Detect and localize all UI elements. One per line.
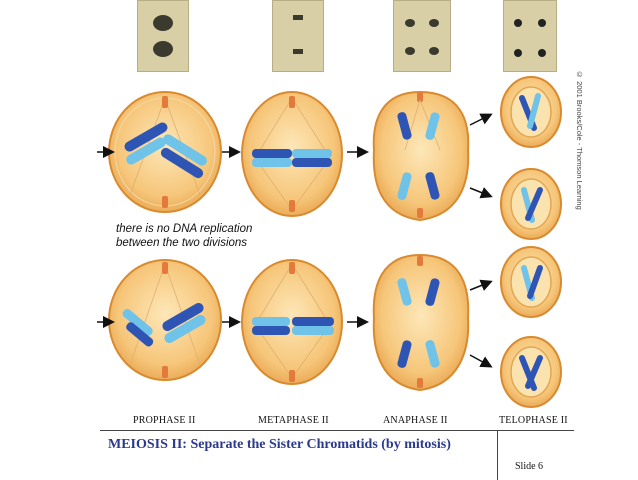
label-telophase: TELOPHASE II <box>499 415 568 426</box>
slide-number: Slide 6 <box>515 461 543 472</box>
cell-anaphase-bottom <box>374 255 468 390</box>
copyright-text: © 2001 Brooks/Cole - Thomson Learning <box>572 70 584 250</box>
label-prophase: PROPHASE II <box>133 415 196 426</box>
cell-prophase-top <box>109 92 221 212</box>
note-line-1: there is no DNA replication <box>116 222 316 236</box>
label-anaphase: ANAPHASE II <box>383 415 448 426</box>
cell-prophase-bottom <box>109 260 221 380</box>
cell-metaphase-top <box>242 92 342 216</box>
cell-telophase-4 <box>501 337 561 407</box>
slide-number-box <box>497 430 574 480</box>
cell-telophase-1 <box>501 77 561 147</box>
label-metaphase: METAPHASE II <box>258 415 329 426</box>
slide-title: MEIOSIS II: Separate the Sister Chromati… <box>108 437 451 453</box>
cell-anaphase-top <box>374 92 468 220</box>
note-line-2: between the two divisions <box>116 236 316 250</box>
replication-note: there is no DNA replication between the … <box>116 222 316 250</box>
cell-telophase-3 <box>501 247 561 317</box>
cell-metaphase-bottom <box>242 260 342 384</box>
cell-telophase-2 <box>501 169 561 239</box>
